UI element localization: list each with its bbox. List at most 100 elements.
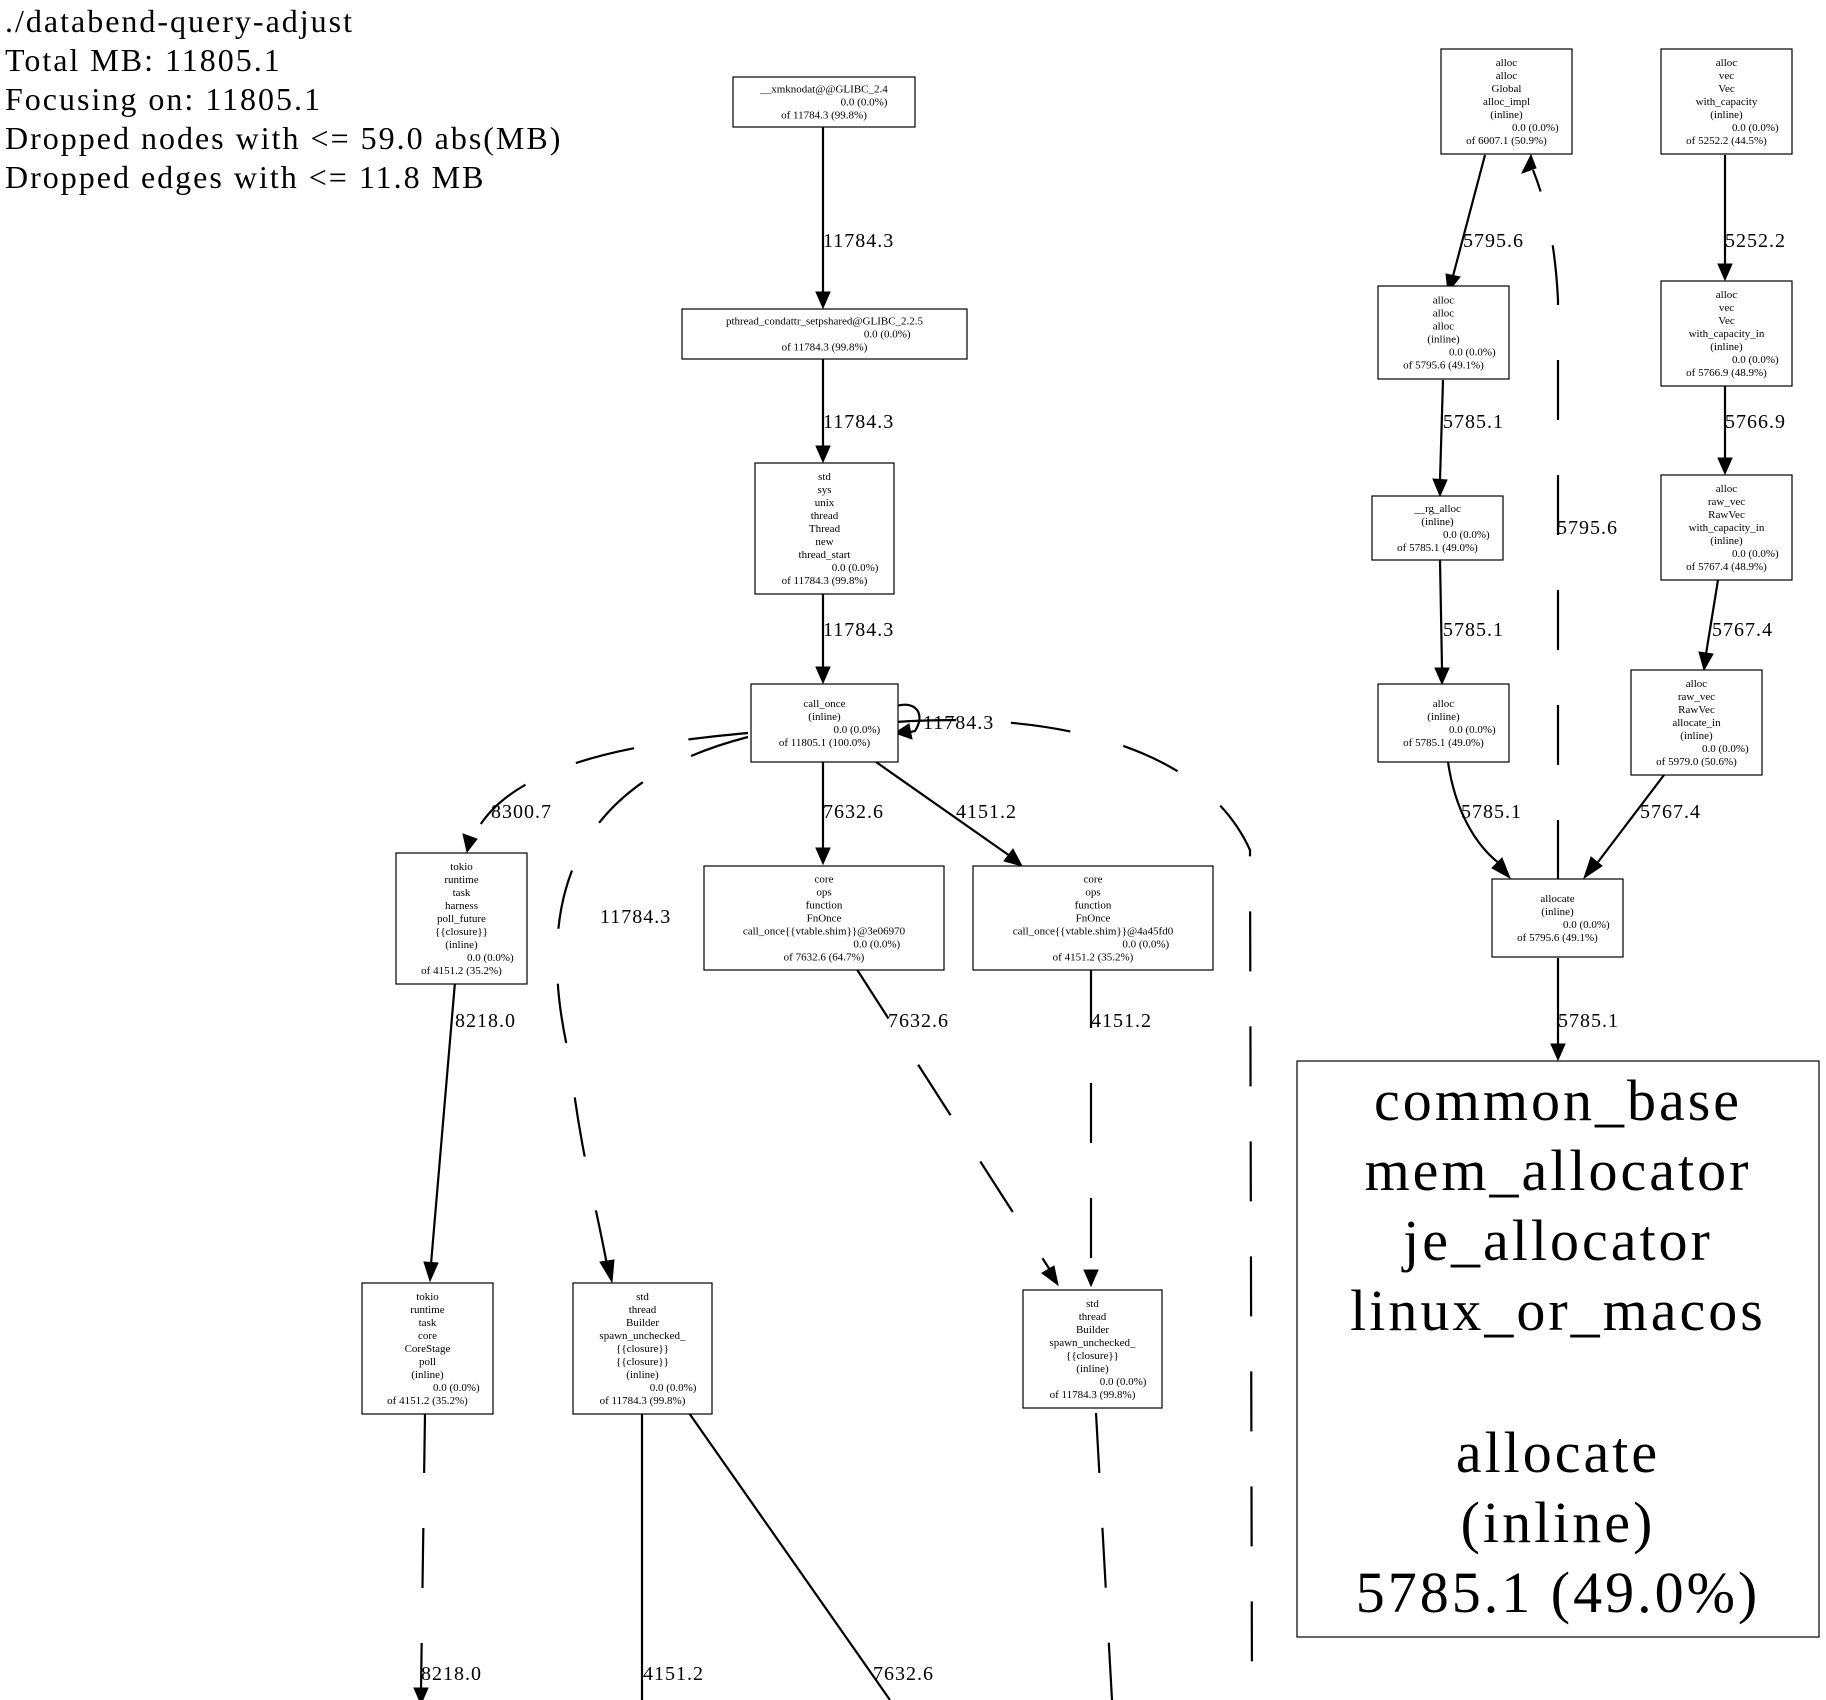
node-label-line: std xyxy=(1086,1298,1099,1310)
node-fnonce-a[interactable]: coreopsfunctionFnOncecall_once{{vtable.s… xyxy=(703,865,945,971)
node-label-line: 0.0 (0.0%) xyxy=(1512,122,1559,134)
node-builder-a[interactable]: stdthreadBuilderspawn_unchecked_{{closur… xyxy=(572,1282,713,1415)
edge-allocate-allocglobal xyxy=(1531,169,1560,880)
node-call-once[interactable]: call_once(inline)0.0 (0.0%)of 11805.1 (1… xyxy=(750,683,899,763)
node-je-allocator-allocate[interactable]: common_base mem_allocator je_allocator l… xyxy=(1296,1060,1820,1638)
node-label-line: 0.0 (0.0%) xyxy=(853,939,900,951)
edge-label: 5785.1 xyxy=(1558,1010,1619,1032)
node-label-line: 0.0 (0.0%) xyxy=(1702,743,1749,755)
edge-label: 5785.1 xyxy=(1443,411,1504,433)
node-label-line: alloc xyxy=(1433,698,1454,710)
node-label-line: of 7632.6 (64.7%) xyxy=(784,952,865,964)
header-line: Dropped edges with <= 11.8 MB xyxy=(5,159,485,195)
edge-rawvecalloc-allocate xyxy=(1597,774,1665,863)
node-label-line: function xyxy=(1075,900,1112,912)
node-label-line: call_once{{vtable.shim}}@4a45fd0 xyxy=(1013,926,1174,938)
node-alloc-inline[interactable]: alloc(inline)0.0 (0.0%)of 5785.1 (49.0%) xyxy=(1377,683,1510,763)
node-label-line: RawVec xyxy=(1678,704,1715,716)
node-label-line: vec xyxy=(1719,302,1734,314)
edge-label: 5785.1 xyxy=(1443,619,1504,641)
edge-allocallocalloc-rgalloc xyxy=(1438,379,1445,481)
edge-label: 5767.4 xyxy=(1712,619,1773,641)
node-label-line: of 5785.1 (49.0%) xyxy=(1403,737,1484,749)
edge-arrowhead xyxy=(1003,848,1023,867)
node-box xyxy=(1491,878,1624,958)
edge-arrowhead xyxy=(1083,1269,1099,1288)
edge-label: 8300.7 xyxy=(491,801,552,823)
nodes: __xmknodat@@GLIBC_2.40.0 (0.0%)of 11784.… xyxy=(361,48,1793,1415)
node-label-line: {{closure}} xyxy=(616,1356,669,1368)
node-label-line: (inline) xyxy=(626,1369,659,1381)
node-label-line: of 5795.6 (49.1%) xyxy=(1403,360,1484,372)
edge-arrowhead xyxy=(423,1261,439,1283)
node-label-line: (inline) xyxy=(1680,730,1713,742)
node-label-line: alloc xyxy=(1433,308,1454,320)
node-label-line: RawVec xyxy=(1708,509,1745,521)
node-label-line: 0.0 (0.0%) xyxy=(1122,939,1169,951)
graph-header: ./databend-query-adjust Total MB: 11805.… xyxy=(5,3,560,195)
node-label-line: thread xyxy=(811,510,839,522)
node-builder-b[interactable]: stdthreadBuilderspawn_unchecked_{{closur… xyxy=(1022,1289,1163,1409)
node-label-line: function xyxy=(806,900,843,912)
node-label-line: of 4151.2 (35.2%) xyxy=(387,1395,468,1407)
node-poll-future[interactable]: tokioruntimetaskharnesspoll_future{{clos… xyxy=(395,852,528,985)
node-label-line: poll xyxy=(419,1356,436,1368)
edge-arrowhead xyxy=(1041,1265,1059,1287)
node-label-line: 0.0 (0.0%) xyxy=(1732,354,1779,366)
node-rawvec-with-capacity-in[interactable]: allocraw_vecRawVecwith_capacity_in(inlin… xyxy=(1660,474,1793,581)
node-label-line: Thread xyxy=(809,523,841,535)
edge-label: 5766.9 xyxy=(1725,411,1786,433)
node-thread-start[interactable]: stdsysunixthreadThreadnewthread_start0.0… xyxy=(754,462,895,595)
node-label-line: harness xyxy=(445,900,478,912)
edge-label: 8218.0 xyxy=(455,1010,516,1032)
edge-label: 5785.1 xyxy=(1461,801,1522,823)
node-label-line: Builder xyxy=(626,1317,659,1329)
node-label-line: of 11805.1 (100.0%) xyxy=(779,737,871,749)
node-label-line: of 5766.9 (48.9%) xyxy=(1686,367,1767,379)
edge-callonce-buildera xyxy=(555,735,749,1266)
node-box xyxy=(1022,1289,1163,1409)
node-label-line: 0.0 (0.0%) xyxy=(1443,529,1490,541)
node-label-line: alloc_impl xyxy=(1483,96,1530,108)
node-box xyxy=(1377,683,1510,763)
node-label-line: core xyxy=(815,874,834,886)
node-label-line: (inline) xyxy=(1490,109,1523,121)
node-label-line: 0.0 (0.0%) xyxy=(1732,548,1779,560)
node-xmknodat[interactable]: __xmknodat@@GLIBC_2.40.0 (0.0%)of 11784.… xyxy=(732,76,916,128)
edge-label: 8218.0 xyxy=(421,1663,482,1685)
node-label-line: common_base xyxy=(1374,1068,1742,1133)
node-allocate[interactable]: allocate(inline)0.0 (0.0%)of 5795.6 (49.… xyxy=(1491,878,1624,958)
node-label-line: vec xyxy=(1719,70,1734,82)
node-label-line: thread_start xyxy=(799,549,851,561)
node-rg-alloc[interactable]: __rg_alloc(inline)0.0 (0.0%)of 5785.1 (4… xyxy=(1371,495,1504,561)
node-box xyxy=(703,865,945,971)
node-label-line: of 11784.3 (99.8%) xyxy=(600,1395,686,1407)
edge-arrowhead xyxy=(1520,153,1537,174)
edge-arrowhead xyxy=(1698,651,1714,672)
edge-rawvecwci-rawvecalloc xyxy=(1704,579,1720,655)
node-label-line: (inline) xyxy=(1076,1363,1109,1375)
node-box xyxy=(361,1282,494,1415)
node-label-line: mem_allocator xyxy=(1365,1138,1752,1203)
node-box xyxy=(572,1282,713,1415)
node-label-line: (inline) xyxy=(808,711,841,723)
edge-pollfuture-corestage xyxy=(429,981,457,1265)
node-label-line: std xyxy=(636,1291,649,1303)
node-label-line: core xyxy=(418,1330,437,1342)
node-fnonce-b[interactable]: coreopsfunctionFnOncecall_once{{vtable.s… xyxy=(972,865,1214,971)
edge-label: 7632.6 xyxy=(823,801,884,823)
node-label-line: of 5979.0 (50.6%) xyxy=(1656,756,1737,768)
node-label-line: 0.0 (0.0%) xyxy=(864,329,911,341)
node-label-line: 0.0 (0.0%) xyxy=(841,97,888,109)
node-box xyxy=(754,462,895,595)
node-rawvec-allocate-in[interactable]: allocraw_vecRawVecallocate_in(inline)0.0… xyxy=(1630,669,1763,776)
node-label-line: of 5252.2 (44.5%) xyxy=(1686,135,1767,147)
node-pthread-condattr[interactable]: pthread_condattr_setpshared@GLIBC_2.2.50… xyxy=(681,308,968,360)
node-corestage[interactable]: tokioruntimetaskcoreCoreStagepoll(inline… xyxy=(361,1282,494,1415)
node-box xyxy=(681,308,968,360)
edge-label: 5795.6 xyxy=(1557,517,1618,539)
